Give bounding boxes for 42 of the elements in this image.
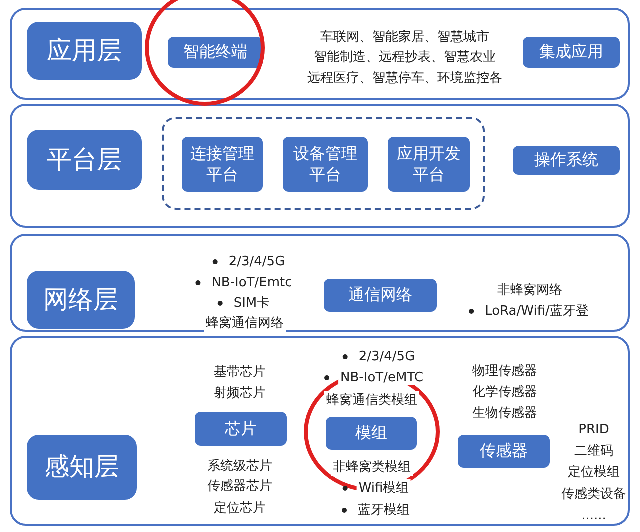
label-text: 远程医疗、智慧停车、环境监控各 [306,69,504,87]
label-text: 蜂窝通信网络 [204,314,286,332]
module-box: 通信网络 [324,279,437,312]
label-text: 射频芯片 [212,384,268,402]
module-box: 智能终端 [168,37,263,68]
layer-band [10,104,630,228]
module-box: 设备管理平台 [283,137,368,192]
module-box: 模组 [326,417,417,450]
label-text: LoRa/Wifi/蓝牙登 [483,302,591,320]
label-text: 非蜂窝网络 [496,281,564,299]
label-text: 智能制造、远程抄表、智慧农业 [312,48,498,66]
layer-band [10,234,630,332]
module-box: 连接管理平台 [182,137,263,192]
label-text: 2/3/4/5G [226,254,288,270]
label-text: 传感类设备 [560,485,628,503]
label-text: 系统级芯片 [206,457,274,475]
layer-box: 感知层 [27,435,137,500]
layer-box: 网络层 [27,271,135,329]
module-box: 操作系统 [513,146,620,175]
label-text: SIM卡 [232,294,272,312]
label-text: 蓝牙模组 [356,501,412,519]
dashed-group-box [162,117,485,210]
label-text: 二维码 [572,442,616,460]
layer-box: 平台层 [27,130,142,190]
module-box: 传感器 [458,435,550,468]
label-text: 2/3/4/5G [356,350,418,364]
label-text: 基带芯片 [212,363,268,381]
label-text: Wifi模组 [356,479,412,497]
module-box: 芯片 [195,412,287,446]
label-text: 传感器芯片 [206,477,274,495]
label-text: 蜂窝通信类模组 [324,391,420,409]
label-text: 物理传感器 [470,362,540,380]
module-box: 应用开发平台 [388,137,470,192]
label-text: 定位芯片 [212,499,268,517]
label-text: 定位模组 [566,463,622,481]
label-text: 化学传感器 [470,383,540,401]
label-text: NB-IoT/eMTC [338,370,426,386]
layer-box: 应用层 [27,22,142,80]
label-text: 生物传感器 [470,404,540,422]
label-text: 车联网、智能家居、智慧城市 [318,28,492,46]
label-text: 非蜂窝类模组 [331,458,413,476]
module-box: 集成应用 [523,37,620,68]
